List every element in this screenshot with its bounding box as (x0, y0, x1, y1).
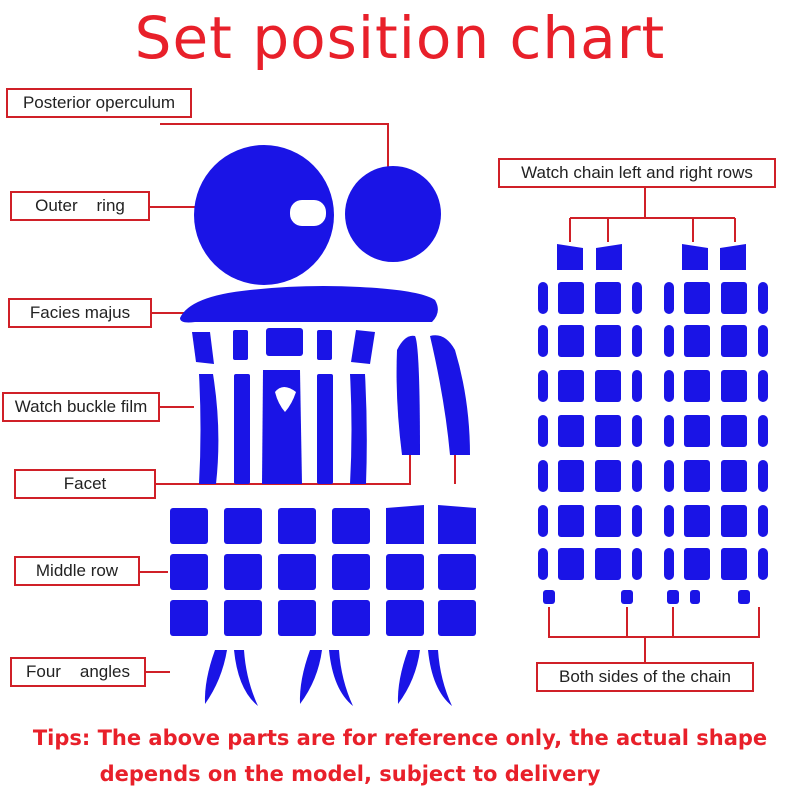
outer-ring-shape (194, 145, 334, 285)
label-watch-chain-rows: Watch chain left and right rows (498, 158, 776, 188)
crown-hole (290, 200, 326, 226)
posterior-operculum-shape (345, 166, 441, 262)
four-angles-shapes (204, 650, 452, 706)
label-facet: Facet (14, 469, 156, 499)
label-posterior-operculum: Posterior operculum (6, 88, 192, 118)
watch-chain-shapes (538, 244, 768, 604)
leader-lines (139, 123, 760, 673)
label-watch-buckle-film: Watch buckle film (2, 392, 160, 422)
label-four-angles: Four angles (10, 657, 146, 687)
tips-line-2: depends on the model, subject to deliver… (99, 762, 601, 786)
middle-row-grid (170, 505, 476, 636)
label-middle-row: Middle row (14, 556, 140, 586)
facies-majus-shape (180, 286, 438, 323)
label-outer-ring: Outer ring (10, 191, 150, 221)
page-title: Set position chart (134, 4, 666, 72)
watch-buckle-film-shapes (199, 335, 470, 484)
upper-pieces (192, 328, 375, 364)
tips-line-1: Tips: The above parts are for reference … (32, 726, 768, 750)
label-both-sides-chain: Both sides of the chain (536, 662, 754, 692)
label-facies-majus: Facies majus (8, 298, 152, 328)
